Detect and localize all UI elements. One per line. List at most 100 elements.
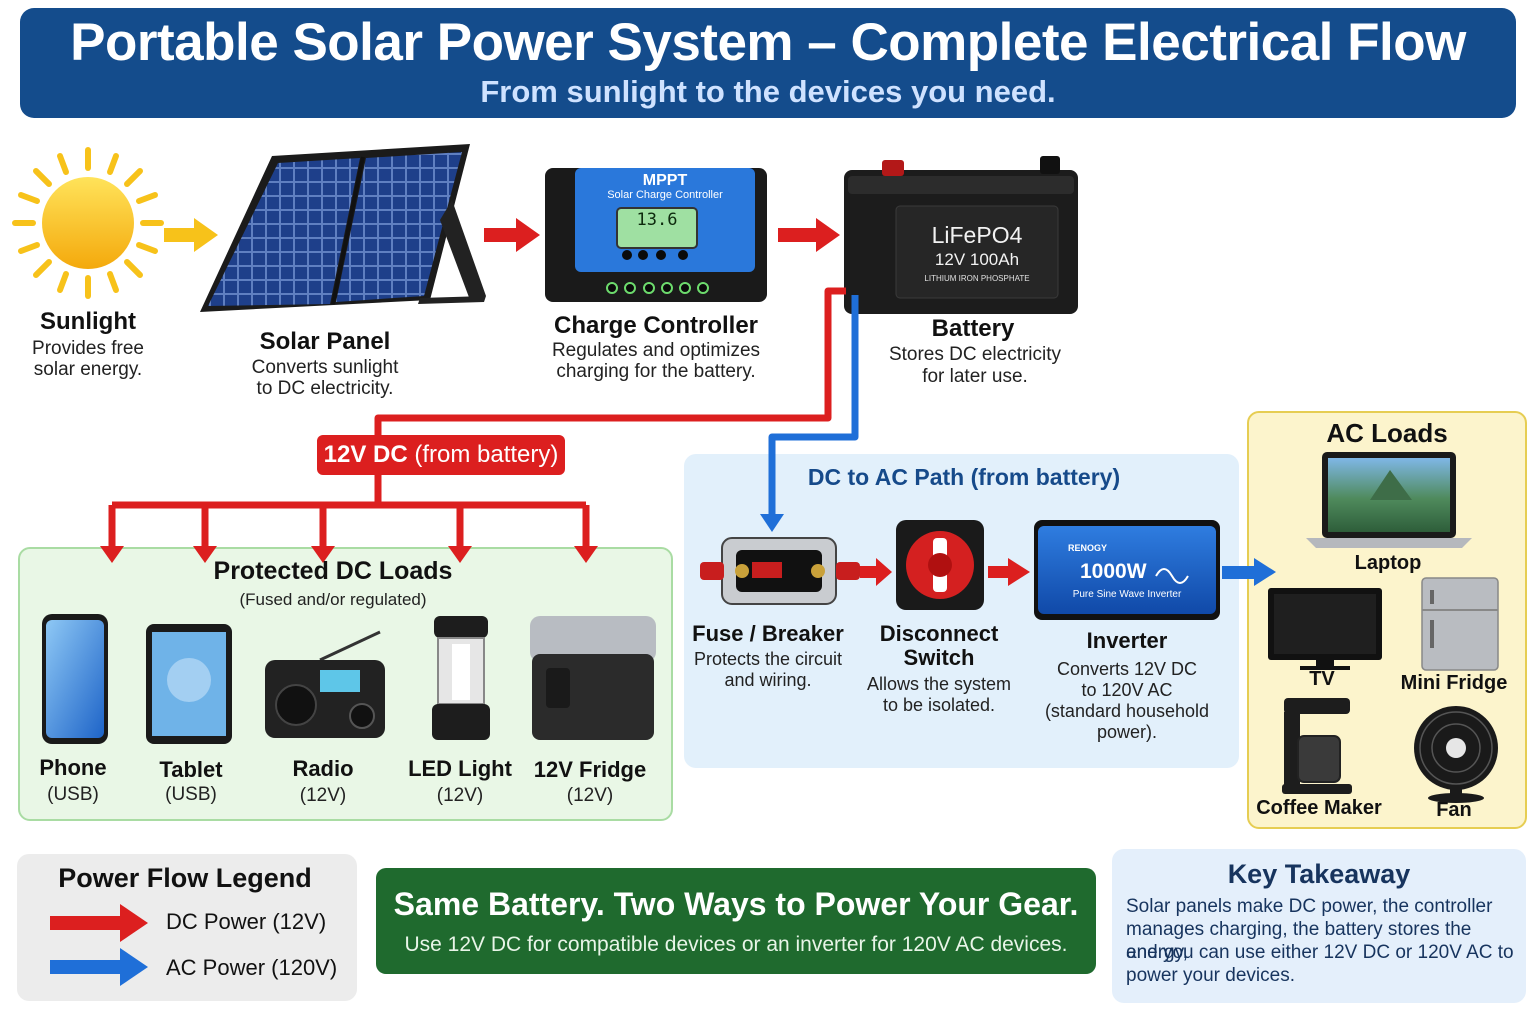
switch-desc-2: to be isolated. [882,695,996,715]
inverter-wattage: 1000W [1080,560,1147,583]
key-takeaway-panel [1112,849,1526,1003]
controller-display: 13.6 [636,210,678,230]
tablet-icon [146,624,232,744]
battery-subtext: LITHIUM IRON PHOSPHATE [924,274,1030,283]
switch-desc-1: Allows the system [866,674,1012,694]
device-led-name: LED Light [408,756,512,781]
dc-wire [108,287,846,548]
switch-label-2: Switch [903,645,975,670]
takeaway-title: Key Takeaway [1227,859,1411,889]
inverter-label: Inverter [1086,628,1168,653]
fuse-to-switch-arrow [860,558,892,586]
summary-headline: Same Battery. Two Ways to Power Your Gea… [393,886,1079,922]
device-phone-name: Phone [39,755,107,780]
device-tablet-spec: (USB) [165,784,217,805]
fan-icon [1414,706,1498,803]
battery-chemistry: LiFePO4 [931,222,1023,248]
device-radio-name: Radio [292,756,354,781]
battery-desc-2: for later use. [922,366,1028,387]
takeaway-line-2: manages charging, the battery stores the… [1126,919,1472,963]
device-phone-spec: (USB) [47,784,99,805]
inverter-brand: RENOGY [1068,543,1108,553]
takeaway-line-4: power your devices. [1126,965,1295,986]
inverter-desc-1: Converts 12V DC [1056,659,1198,679]
ac-loads-title: AC Loads [1326,418,1448,448]
charge-controller-icon [545,168,767,302]
dc-branch-pill: 12V DC (from battery) [317,435,565,475]
sunlight-desc-2: solar energy. [33,359,143,380]
inverter-desc-4: power). [1096,722,1158,742]
controller-device-title: MPPT [642,172,688,189]
charge-controller-desc-2: charging for the battery. [556,361,756,382]
sunlight-label: Sunlight [40,308,136,335]
solar-panel-label: Solar Panel [259,328,391,355]
ac-item-laptop: Laptop [1354,552,1422,574]
ac-path-title: DC to AC Path (from battery) [807,464,1121,490]
solar-panel-desc-2: to DC electricity. [256,378,394,399]
dc-pill-bold: 12V DC [323,441,408,468]
phone-icon [42,614,108,744]
device-fridge-spec: (12V) [566,785,614,806]
mini-fridge-icon [1421,577,1499,671]
legend-title: Power Flow Legend [58,863,312,893]
device-tablet-name: Tablet [159,757,223,782]
ac-item-coffee-maker: Coffee Maker [1256,797,1382,819]
coffee-maker-icon [1282,698,1352,794]
fridge-12v-icon [530,616,656,740]
dc-loads-title: Protected DC Loads [213,557,453,585]
device-fridge-name: 12V Fridge [533,757,647,782]
takeaway-line-1: Solar panels make DC power, the controll… [1126,896,1493,917]
tv-icon [1268,588,1382,670]
solar-panel-icon [200,144,486,312]
ac-item-mini-fridge: Mini Fridge [1400,672,1508,694]
dc-loads-subtitle: (Fused and/or regulated) [239,590,427,609]
controller-arrow [778,218,840,252]
led-light-icon [432,616,490,740]
laptop-icon [1306,452,1472,548]
dc-pill-rest: (from battery) [414,441,559,468]
charge-controller-label: Charge Controller [553,312,759,339]
takeaway-line-3: and you can use either 12V DC or 120V AC… [1126,942,1514,963]
legend-ac-arrow [50,948,148,986]
summary-subline: Use 12V DC for compatible devices or an … [404,933,1068,956]
legend-dc-arrow [50,904,148,942]
device-led-spec: (12V) [436,785,484,806]
radio-icon [265,630,385,738]
battery-rating: 12V 100Ah [934,250,1020,269]
panel-arrow [484,218,540,252]
device-radio-spec: (12V) [299,785,347,806]
legend-dc-label: DC Power (12V) [166,909,327,934]
inverter-type: Pure Sine Wave Inverter [1072,589,1182,600]
inverter-icon [1034,520,1220,620]
ac-item-tv: TV [1309,668,1335,690]
fuse-desc-2: and wiring. [724,670,812,690]
fuse-arrowhead [760,514,784,532]
legend-ac-label: AC Power (120V) [166,955,338,980]
battery-icon [844,156,1078,314]
inverter-desc-3: (standard household [1044,701,1210,721]
switch-to-inverter-arrow [988,558,1030,586]
sunlight-desc-1: Provides free [32,338,144,359]
dc-branch-arrowheads [100,546,598,563]
disconnect-switch-icon [896,520,984,610]
page-subtitle: From sunlight to the devices you need. [480,74,1056,109]
title-banner [20,8,1516,118]
sunlight-arrow [164,218,218,252]
inverter-to-ac-arrow [1222,558,1276,586]
fuse-desc-1: Protects the circuit [693,649,843,669]
controller-device-subtitle: Solar Charge Controller [607,189,723,201]
page-title: Portable Solar Power System – Complete E… [70,13,1466,72]
fuse-label: Fuse / Breaker [692,621,844,646]
charge-controller-desc-1: Regulates and optimizes [551,340,761,361]
ac-wire [768,295,859,516]
solar-panel-desc-1: Converts sunlight [251,357,399,378]
switch-label-1: Disconnect [879,621,999,646]
ac-item-fan: Fan [1436,799,1472,821]
battery-label: Battery [931,315,1015,342]
inverter-desc-2: to 120V AC [1081,680,1173,700]
sun-icon [12,147,164,299]
summary-banner [376,868,1096,974]
battery-desc-1: Stores DC electricity [888,344,1062,365]
fuse-breaker-icon [700,537,860,605]
